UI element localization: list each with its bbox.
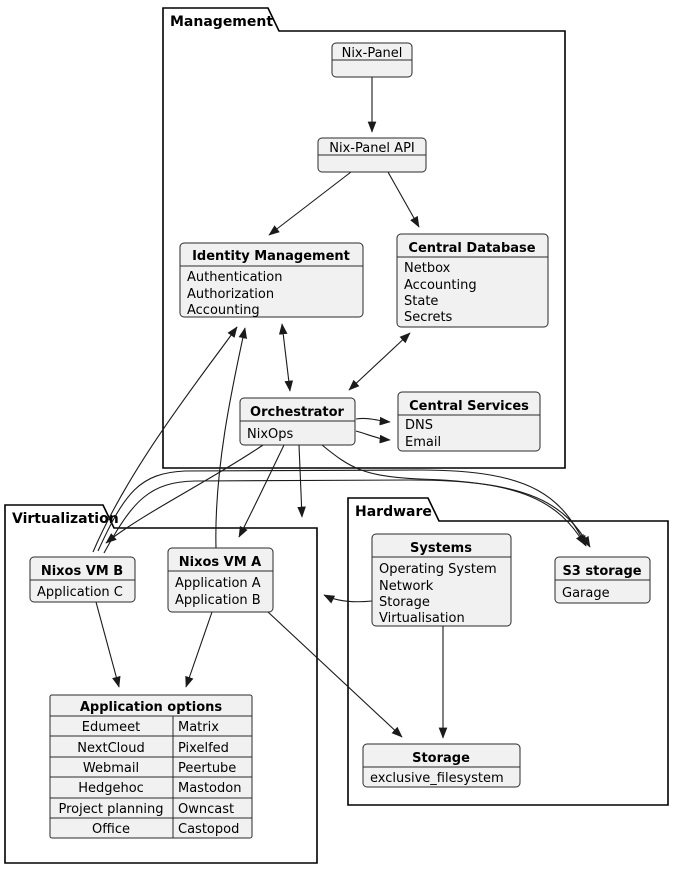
node-systems: Systems Operating System Network Storage… — [371, 533, 512, 627]
node-nixos-vm-a: Nixos VM A Application A Application B — [167, 547, 274, 613]
node-orchestrator-line: NixOps — [247, 427, 294, 442]
table-cell: NextCloud — [77, 741, 144, 756]
node-central-database-line: Accounting — [404, 278, 477, 293]
table-cell: Castopod — [178, 822, 239, 837]
node-identity-management-line: Accounting — [187, 303, 260, 318]
edge-identity-orchestrator — [278, 323, 294, 392]
node-nixos-vm-a-title: Nixos VM A — [179, 555, 262, 570]
node-nixos-vm-b-line: Application C — [37, 585, 123, 600]
table-cell: Owncast — [178, 802, 234, 817]
node-orchestrator: Orchestrator NixOps — [239, 397, 356, 446]
edges — [92, 77, 591, 739]
table-cell: Office — [92, 822, 130, 837]
node-identity-management-title: Identity Management — [192, 249, 350, 264]
node-systems-line: Storage — [379, 595, 430, 610]
node-s3-storage-title: S3 storage — [562, 564, 641, 579]
edge-orchestrator-to-vma — [238, 444, 285, 538]
node-systems-line: Operating System — [379, 562, 497, 577]
edge-orchestrator-to-dns — [355, 416, 391, 426]
application-options-table — [49, 694, 253, 839]
package-hardware-label: Hardware — [355, 504, 432, 520]
node-nixos-vm-b-title: Nixos VM B — [41, 564, 123, 579]
node-s3-storage-line: Garage — [562, 586, 610, 601]
node-storage-line: exclusive_filesystem — [370, 771, 504, 786]
node-systems-line: Virtualisation — [379, 611, 465, 626]
node-central-services-title: Central Services — [409, 399, 529, 414]
table-cell: Matrix — [178, 720, 219, 735]
node-nix-panel-api-title: Nix-Panel API — [329, 141, 415, 156]
edge-vma-to-identity — [215, 327, 248, 549]
node-central-database-title: Central Database — [408, 241, 535, 256]
edge-orchestrator-to-s3 — [321, 444, 586, 546]
node-nixos-vm-a-box — [167, 547, 274, 613]
package-management-label: Management — [170, 14, 273, 30]
package-virtualization-label: Virtualization — [12, 511, 119, 527]
node-central-database-line: Netbox — [404, 261, 451, 276]
node-identity-management-line: Authentication — [187, 270, 282, 285]
node-central-services-line: Email — [405, 435, 441, 450]
table-cell: Edumeet — [82, 720, 140, 735]
node-nix-panel: Nix-Panel — [331, 42, 413, 78]
node-nixos-vm-a-line: Application B — [175, 593, 261, 608]
edge-orchestrator-to-email — [355, 430, 391, 444]
table-cell: Pixelfed — [178, 741, 229, 756]
edge-vmb-to-s3-b — [103, 479, 591, 554]
table-cell: Project planning — [58, 802, 163, 817]
node-identity-management-box — [179, 242, 364, 318]
package-management: Management — [162, 7, 566, 469]
edge-api-to-database — [387, 171, 420, 228]
table-cell: Mastodon — [178, 781, 241, 796]
node-central-database-line: State — [404, 294, 438, 309]
table-cell: Peertube — [178, 761, 236, 776]
node-nix-panel-api: Nix-Panel API — [317, 137, 427, 173]
node-identity-management-line: Authorization — [187, 287, 274, 302]
node-nixos-vm-b: Nixos VM B Application C — [29, 556, 136, 603]
node-storage: Storage exclusive_filesystem — [362, 743, 521, 788]
node-systems-title: Systems — [410, 541, 472, 556]
node-central-services-line: DNS — [405, 418, 433, 433]
edge-orchestrator-to-vmb — [105, 444, 264, 544]
edge-api-to-identity — [268, 171, 352, 236]
edge-vma-to-storage — [267, 611, 403, 738]
edge-vma-to-appoptions — [185, 611, 213, 688]
edge-systems-to-virtualization — [323, 594, 373, 604]
node-central-services: Central Services DNS Email — [397, 391, 541, 452]
node-central-database-line: Secrets — [404, 310, 453, 325]
node-orchestrator-title: Orchestrator — [250, 405, 345, 420]
node-nix-panel-title: Nix-Panel — [342, 46, 403, 61]
node-storage-title: Storage — [412, 751, 470, 766]
edge-vmb-to-appoptions — [95, 601, 121, 688]
node-storage-box — [362, 743, 521, 788]
table-cell: Webmail — [83, 761, 139, 776]
edge-vmb-to-identity — [92, 326, 238, 553]
node-s3-storage: S3 storage Garage — [554, 556, 651, 604]
node-nixos-vm-a-line: Application A — [175, 576, 261, 591]
table-cell: Hedgehoc — [78, 781, 144, 796]
application-options-title: Application options — [80, 700, 223, 715]
node-central-database: Central Database Netbox Accounting State… — [396, 233, 549, 328]
package-management-border — [162, 7, 566, 469]
node-identity-management: Identity Management Authentication Autho… — [179, 242, 364, 318]
node-central-services-box — [397, 391, 541, 452]
node-systems-line: Network — [379, 579, 434, 594]
edge-vmb-to-s3-a — [97, 469, 587, 552]
edge-database-orchestrator — [348, 332, 411, 391]
node-application-options: Application options Edumeet Matrix NextC… — [49, 694, 253, 839]
